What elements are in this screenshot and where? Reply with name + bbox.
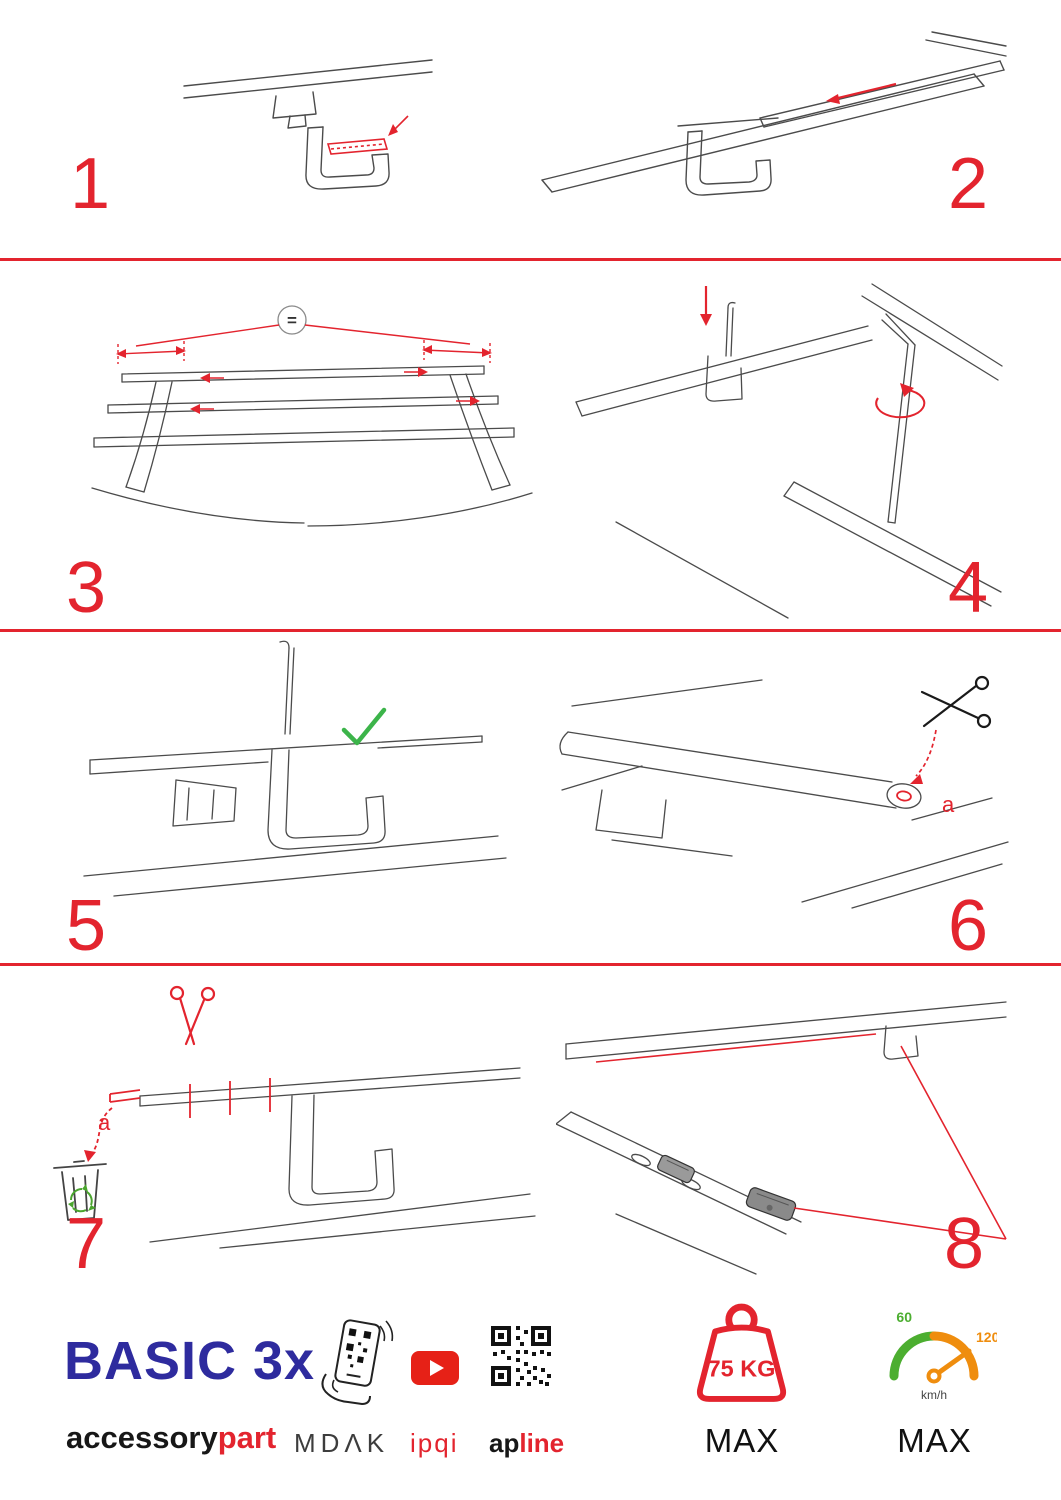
partner-apline-black: ap [489, 1428, 520, 1458]
step5-number: 5 [66, 886, 107, 966]
equal-sign: = [287, 311, 297, 330]
label-a-step6: a [942, 792, 955, 817]
speed-low-label: 60 [896, 1309, 912, 1325]
brand-logo: BASIC 3x [64, 1331, 316, 1391]
max-weight-icon: 75 KG [676, 1298, 808, 1408]
section-divider-2 [0, 629, 1061, 632]
step8-illustration [556, 984, 1011, 1284]
step2-number: 2 [948, 144, 989, 224]
step6-number: 6 [948, 886, 989, 966]
qr-code-icon [489, 1324, 553, 1388]
step4-number: 4 [948, 548, 989, 628]
brand-subtitle-red: part [217, 1420, 277, 1455]
max-weight-value: 75 KG [708, 1355, 776, 1381]
step6-illustration: a [552, 670, 1012, 910]
partner-mdak: MDΛK [294, 1428, 390, 1458]
max-speed-label: MAX [897, 1422, 972, 1459]
step8-number: 8 [944, 1204, 985, 1284]
partner-apline: apline [489, 1428, 564, 1459]
step2-illustration [528, 28, 1008, 218]
phone-qr-icon [312, 1316, 400, 1411]
step3-number: 3 [66, 548, 107, 628]
trash-icon [53, 1160, 107, 1221]
brand-subtitle: accessorypart [66, 1420, 276, 1456]
partner-ipqi: ipqi [410, 1428, 459, 1458]
label-a-step7: a [98, 1110, 111, 1135]
step1-illustration [178, 52, 438, 237]
partner-apline-red: line [519, 1428, 565, 1458]
step3-illustration: = [52, 282, 552, 532]
speedometer-icon: 60 120 km/h [872, 1296, 997, 1408]
step7-number: 7 [66, 1204, 107, 1284]
section-divider-1 [0, 258, 1061, 261]
step7-illustration: a [40, 984, 540, 1252]
checkmark-icon [341, 707, 387, 746]
youtube-icon [411, 1351, 459, 1385]
speed-unit-label: km/h [921, 1388, 947, 1402]
scissors-icon [169, 985, 216, 1046]
step5-illustration [56, 638, 516, 908]
speed-high-label: 120 [976, 1329, 997, 1345]
section-divider-3 [0, 963, 1061, 966]
recycle-icon [68, 1184, 96, 1213]
brand-subtitle-black: accessory [66, 1420, 218, 1455]
step4-illustration [556, 270, 1011, 620]
scissors-icon [920, 675, 992, 729]
step1-number: 1 [70, 144, 111, 224]
max-weight-label: MAX [704, 1422, 780, 1459]
